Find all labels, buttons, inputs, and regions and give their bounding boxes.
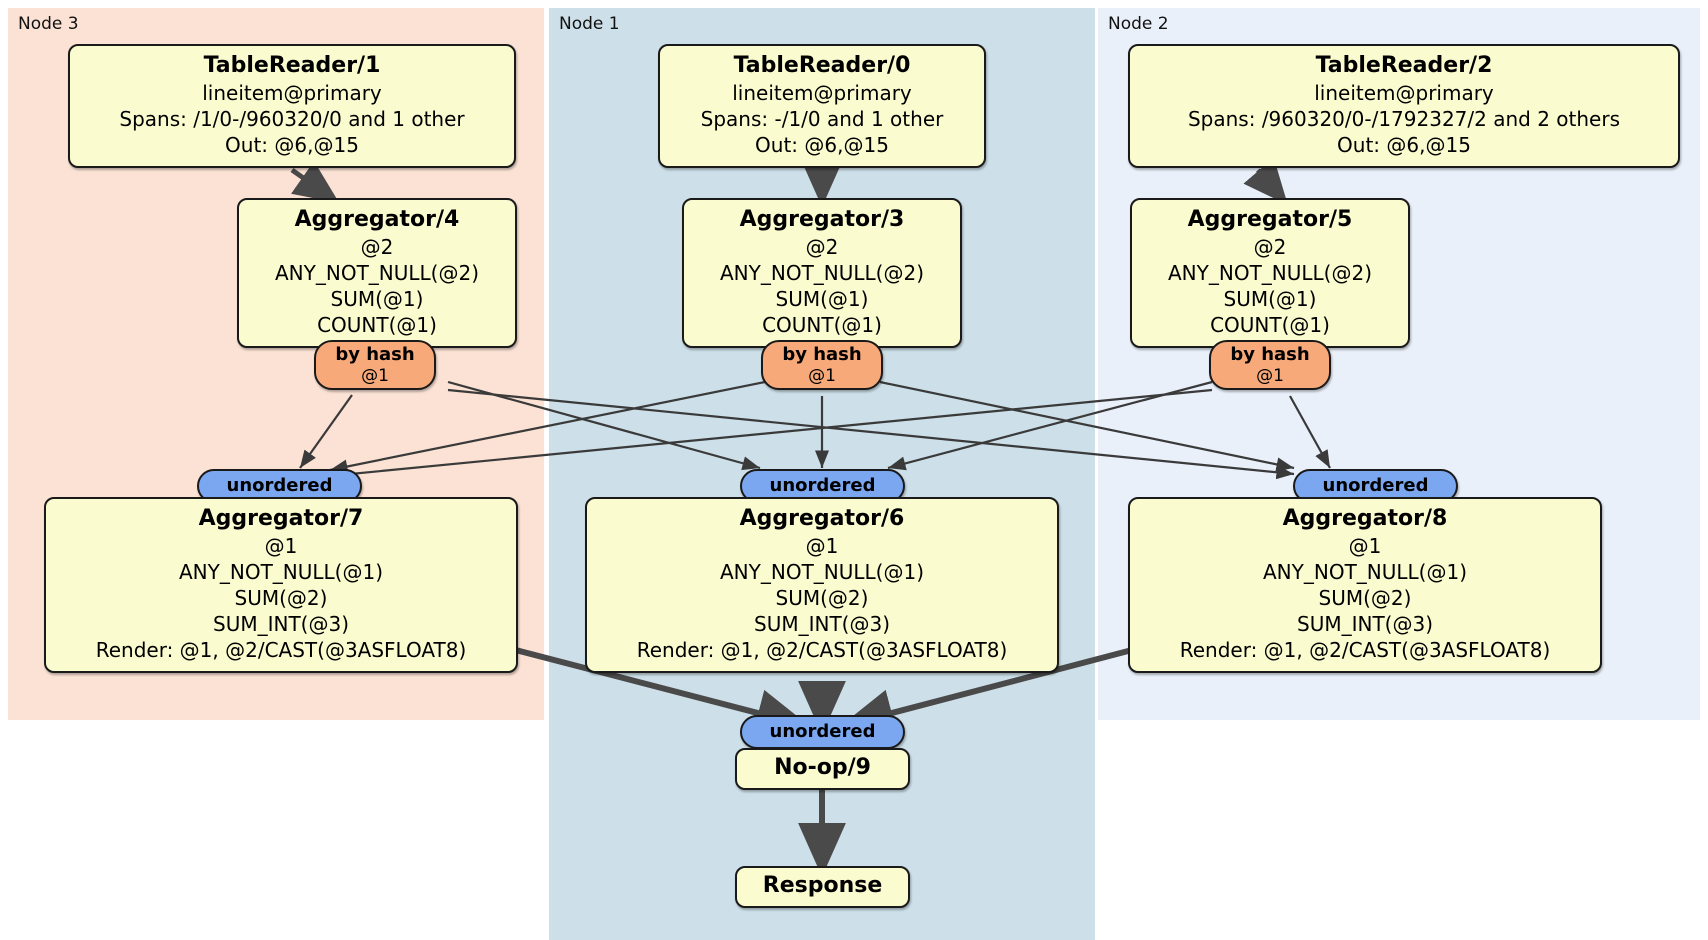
node-title: Aggregator/5 — [1187, 207, 1353, 232]
node-line: SUM(@1) — [775, 287, 869, 311]
node-line: SUM(@1) — [330, 287, 424, 311]
node-title: Aggregator/6 — [739, 506, 905, 531]
node-line: @2 — [360, 235, 394, 259]
node-line: Out: @6,@15 — [1337, 133, 1471, 157]
receiver-label: unordered — [1322, 475, 1429, 496]
node-line: SUM(@2) — [775, 586, 869, 610]
node-title: TableReader/2 — [1315, 53, 1493, 78]
node-line: lineitem@primary — [202, 81, 382, 105]
router-label: by hash — [782, 344, 862, 365]
node-line: COUNT(@1) — [317, 313, 437, 337]
node-aggregator-3[interactable]: Aggregator/3 @2 ANY_NOT_NULL(@2) SUM(@1)… — [682, 198, 962, 348]
node-line: Out: @6,@15 — [225, 133, 359, 157]
node-aggregator-6[interactable]: Aggregator/6 @1 ANY_NOT_NULL(@1) SUM(@2)… — [585, 497, 1059, 673]
node-title: Response — [762, 873, 883, 898]
node-title: Aggregator/4 — [294, 207, 460, 232]
panel-node-2-label: Node 2 — [1108, 14, 1169, 34]
receiver-label: unordered — [769, 475, 876, 496]
node-line: @1 — [1348, 534, 1382, 558]
node-line: SUM_INT(@3) — [1297, 612, 1433, 636]
node-line: lineitem@primary — [1314, 81, 1494, 105]
node-aggregator-5[interactable]: Aggregator/5 @2 ANY_NOT_NULL(@2) SUM(@1)… — [1130, 198, 1410, 348]
node-line: SUM_INT(@3) — [213, 612, 349, 636]
router-by-hash-left[interactable]: by hash @1 — [314, 340, 436, 390]
node-title: Aggregator/8 — [1282, 506, 1448, 531]
node-title: TableReader/0 — [733, 53, 911, 78]
node-aggregator-4[interactable]: Aggregator/4 @2 ANY_NOT_NULL(@2) SUM(@1)… — [237, 198, 517, 348]
node-title: Aggregator/3 — [739, 207, 905, 232]
panel-node-1-label: Node 1 — [559, 14, 620, 34]
router-by-hash-right[interactable]: by hash @1 — [1209, 340, 1331, 390]
node-table-reader-2[interactable]: TableReader/2 lineitem@primary Spans: /9… — [1128, 44, 1680, 168]
node-line: ANY_NOT_NULL(@2) — [1168, 261, 1372, 285]
node-line: Spans: /1/0-/960320/0 and 1 other — [119, 107, 465, 131]
router-column: @1 — [361, 366, 389, 386]
node-line: ANY_NOT_NULL(@1) — [179, 560, 383, 584]
node-line: @1 — [264, 534, 298, 558]
node-title: No-op/9 — [774, 755, 871, 780]
node-line: Out: @6,@15 — [755, 133, 889, 157]
node-line: SUM(@2) — [234, 586, 328, 610]
node-line: Spans: /960320/0-/1792327/2 and 2 others — [1187, 107, 1620, 131]
receiver-unordered-final[interactable]: unordered — [740, 715, 905, 749]
node-line: SUM_INT(@3) — [754, 612, 890, 636]
node-title: Aggregator/7 — [198, 506, 364, 531]
panel-node-3-label: Node 3 — [18, 14, 79, 34]
node-line: ANY_NOT_NULL(@1) — [1263, 560, 1467, 584]
node-aggregator-7[interactable]: Aggregator/7 @1 ANY_NOT_NULL(@1) SUM(@2)… — [44, 497, 518, 673]
router-column: @1 — [808, 366, 836, 386]
router-label: by hash — [335, 344, 415, 365]
node-line: @2 — [805, 235, 839, 259]
node-line: ANY_NOT_NULL(@2) — [720, 261, 924, 285]
node-table-reader-0[interactable]: TableReader/0 lineitem@primary Spans: -/… — [658, 44, 986, 168]
node-line: SUM(@2) — [1318, 586, 1412, 610]
router-column: @1 — [1256, 366, 1284, 386]
receiver-label: unordered — [226, 475, 333, 496]
router-label: by hash — [1230, 344, 1310, 365]
node-line: Spans: -/1/0 and 1 other — [700, 107, 944, 131]
node-line: @1 — [805, 534, 839, 558]
node-aggregator-8[interactable]: Aggregator/8 @1 ANY_NOT_NULL(@1) SUM(@2)… — [1128, 497, 1602, 673]
router-by-hash-mid[interactable]: by hash @1 — [761, 340, 883, 390]
receiver-label: unordered — [769, 721, 876, 742]
node-line: SUM(@1) — [1223, 287, 1317, 311]
node-line: ANY_NOT_NULL(@1) — [720, 560, 924, 584]
node-line: ANY_NOT_NULL(@2) — [275, 261, 479, 285]
node-line: lineitem@primary — [732, 81, 912, 105]
node-table-reader-1[interactable]: TableReader/1 lineitem@primary Spans: /1… — [68, 44, 516, 168]
node-line: Render: @1, @2/CAST(@3ASFLOAT8) — [95, 638, 467, 662]
node-line: Render: @1, @2/CAST(@3ASFLOAT8) — [1179, 638, 1551, 662]
node-title: TableReader/1 — [203, 53, 381, 78]
node-line: COUNT(@1) — [1210, 313, 1330, 337]
node-line: @2 — [1253, 235, 1287, 259]
node-response[interactable]: Response — [735, 866, 910, 908]
node-line: Render: @1, @2/CAST(@3ASFLOAT8) — [636, 638, 1008, 662]
node-no-op-9[interactable]: No-op/9 — [735, 748, 910, 790]
node-line: COUNT(@1) — [762, 313, 882, 337]
